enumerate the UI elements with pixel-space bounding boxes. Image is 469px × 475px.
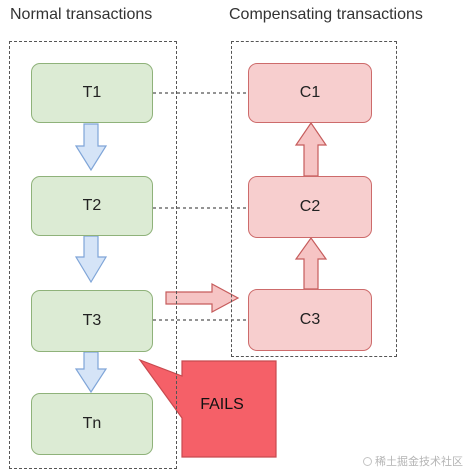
heading-compensating-transactions: Compensating transactions <box>229 6 423 23</box>
arrow-down-t3-tn <box>74 351 108 394</box>
transaction-t1: T1 <box>31 63 153 123</box>
watermark-text: 稀土掘金技术社区 <box>375 456 463 468</box>
arrow-down-t2-t3 <box>74 235 108 284</box>
compensation-c3: C3 <box>248 289 372 351</box>
heading-normal-transactions: Normal transactions <box>10 6 153 23</box>
transaction-t3: T3 <box>31 290 153 352</box>
compensation-c1: C1 <box>248 63 372 123</box>
fails-callout <box>138 358 277 458</box>
transaction-t2: T2 <box>31 176 153 236</box>
compensation-c2: C2 <box>248 176 372 238</box>
arrow-down-t1-t2 <box>74 123 108 172</box>
watermark: 稀土掘金技术社区 <box>363 453 463 469</box>
fails-label: FAILS <box>200 396 244 413</box>
arrow-right-t3-c3 <box>165 282 240 314</box>
compensating-transactions-frame <box>231 41 397 357</box>
normal-transactions-frame <box>9 41 177 469</box>
arrow-up-c2-c1 <box>294 121 328 177</box>
transaction-tn: Tn <box>31 393 153 455</box>
arrow-up-c3-c2 <box>294 236 328 290</box>
watermark-logo-icon <box>363 457 372 466</box>
